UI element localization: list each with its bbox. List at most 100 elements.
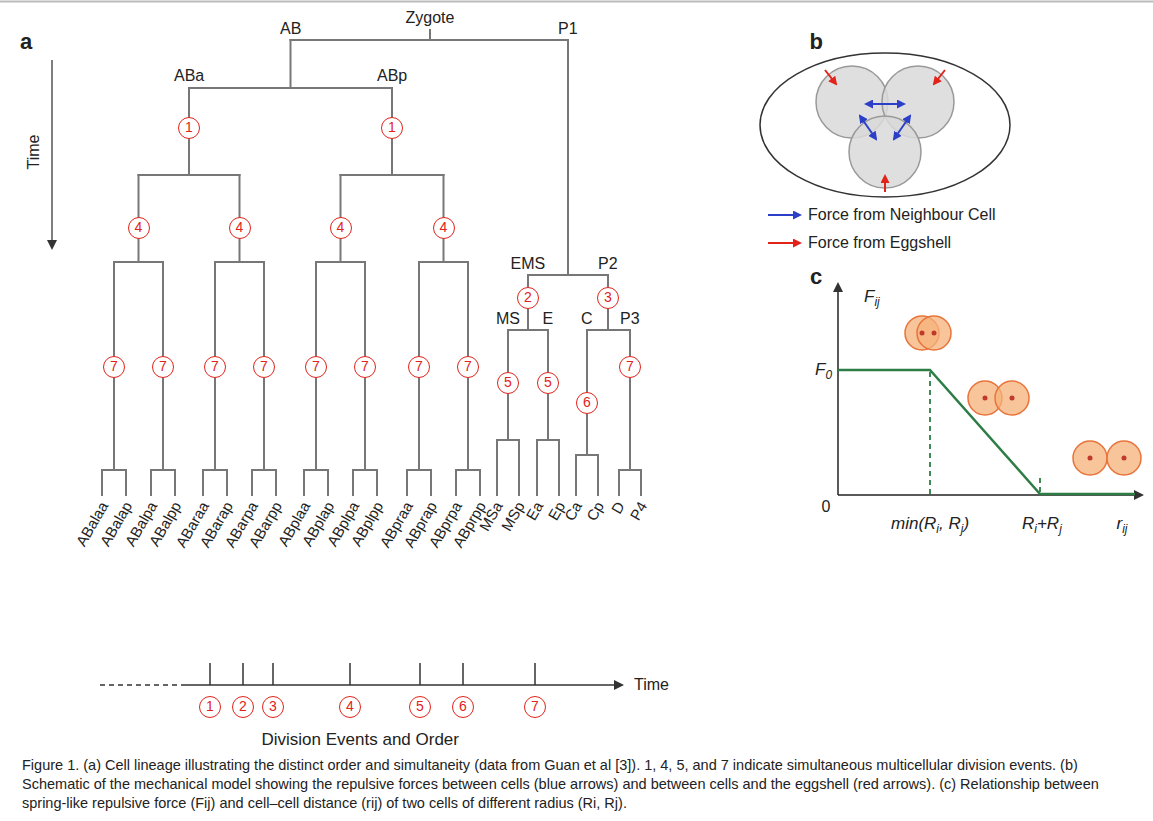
cell-name: EMS (511, 255, 546, 273)
lineage-branch (567, 40, 569, 275)
callout-number: 7 (305, 356, 327, 378)
lineage-branch (151, 469, 175, 471)
lineage-branch (429, 30, 431, 40)
lineage-branch (597, 455, 599, 495)
axis-label: Fij (864, 288, 880, 306)
legend-text: Force from Eggshell (808, 234, 951, 252)
lineage-branch (251, 470, 253, 495)
cell-name: ABa (174, 67, 204, 85)
panel-letter: a (20, 30, 32, 54)
lineage-branch (189, 87, 392, 89)
lineage-branch (150, 470, 152, 495)
callout-number: 2 (232, 696, 254, 718)
callout-number: 4 (330, 217, 352, 239)
lineage-branch (327, 470, 329, 495)
time-arrow (51, 60, 53, 248)
lineage-branch (587, 329, 630, 331)
lineage-branch (536, 440, 538, 495)
lineage-branch (304, 469, 328, 471)
callout-number: 7 (354, 356, 376, 378)
axis-tick-label: F0 (815, 361, 832, 379)
lineage-branch (518, 440, 520, 495)
callout-number: 7 (204, 356, 226, 378)
lineage-branch (291, 39, 569, 41)
leaf-cell-name: P4 (626, 499, 651, 524)
callout-number: 4 (433, 217, 455, 239)
lineage-branch (455, 470, 457, 495)
lineage-branch (575, 455, 577, 495)
callout-number: 7 (524, 696, 546, 718)
axis-label: Division Events and Order (262, 731, 459, 749)
lineage-branch (290, 40, 292, 88)
lineage-tree (102, 30, 641, 495)
lineage-branch (226, 470, 228, 495)
cell-name: MS (496, 310, 520, 328)
axis-tick-label: min(Ri, Rj) (891, 515, 969, 533)
callout-number: 1 (178, 117, 200, 139)
lineage-branch (619, 469, 641, 471)
callout-number: 7 (457, 356, 479, 378)
lineage-branch (316, 261, 365, 263)
legend-red-arrow (768, 242, 800, 244)
lineage-branch (537, 439, 559, 441)
legend-text: Force from Neighbour Cell (808, 206, 996, 224)
callout-number: 5 (497, 372, 519, 394)
lineage-branch (139, 174, 240, 176)
axis-label: rij (1117, 515, 1128, 533)
leaf-cell-name: MSp (498, 499, 529, 535)
cell-name: P1 (558, 20, 578, 38)
leaf-cell-name: Ca (561, 499, 586, 525)
top-rule (0, 1, 1153, 3)
lineage-branch (125, 470, 127, 495)
callout-number: 4 (128, 217, 150, 239)
cell-name: P3 (620, 310, 640, 328)
lineage-branch (252, 469, 276, 471)
figure-caption: Figure 1. (a) Cell lineage illustrating … (22, 756, 1132, 813)
axis-label: Time (25, 135, 43, 170)
axis-tick-label: Ri+Rj (1022, 515, 1062, 533)
lineage-branch (576, 454, 598, 456)
panel-letter: b (810, 30, 823, 54)
callout-number: 4 (229, 217, 251, 239)
callout-number: 3 (597, 287, 619, 309)
callout-number: 2 (517, 287, 539, 309)
axis-tick-label: 0 (822, 498, 831, 516)
lineage-branch (203, 469, 227, 471)
callout-number: 4 (339, 696, 361, 718)
callout-number: 7 (152, 356, 174, 378)
lineage-branch (430, 470, 432, 495)
lineage-branch (629, 330, 631, 470)
lineage-branch (406, 470, 408, 495)
lineage-branch (558, 440, 560, 495)
cell-name: AB (280, 20, 301, 38)
callout-number: 7 (103, 356, 125, 378)
lineage-branch (174, 470, 176, 495)
callout-number: 1 (381, 117, 403, 139)
lineage-branch (303, 470, 305, 495)
cell-name: C (581, 310, 593, 328)
lineage-branch (618, 470, 620, 495)
lineage-branch (352, 470, 354, 495)
lineage-branch (497, 439, 519, 441)
lineage-branch (496, 440, 498, 495)
legend-blue-arrow (768, 214, 800, 216)
lineage-branch (114, 261, 163, 263)
lineage-branch (456, 469, 480, 471)
callout-number: 3 (262, 696, 284, 718)
callout-number: 7 (619, 356, 641, 378)
lineage-branch (508, 329, 548, 331)
callout-number: 7 (408, 356, 430, 378)
force-plot (838, 284, 1142, 495)
callout-number: 5 (409, 696, 431, 718)
lineage-branch (419, 261, 468, 263)
cell-name: P2 (598, 255, 618, 273)
lineage-branch (640, 470, 642, 495)
lineage-branch (376, 470, 378, 495)
lineage-branch (407, 469, 431, 471)
cell-name: Zygote (406, 9, 455, 27)
leaf-cell-name: D (608, 499, 629, 517)
leaf-cell-name: Ea (522, 499, 547, 524)
lineage-branch (353, 469, 377, 471)
